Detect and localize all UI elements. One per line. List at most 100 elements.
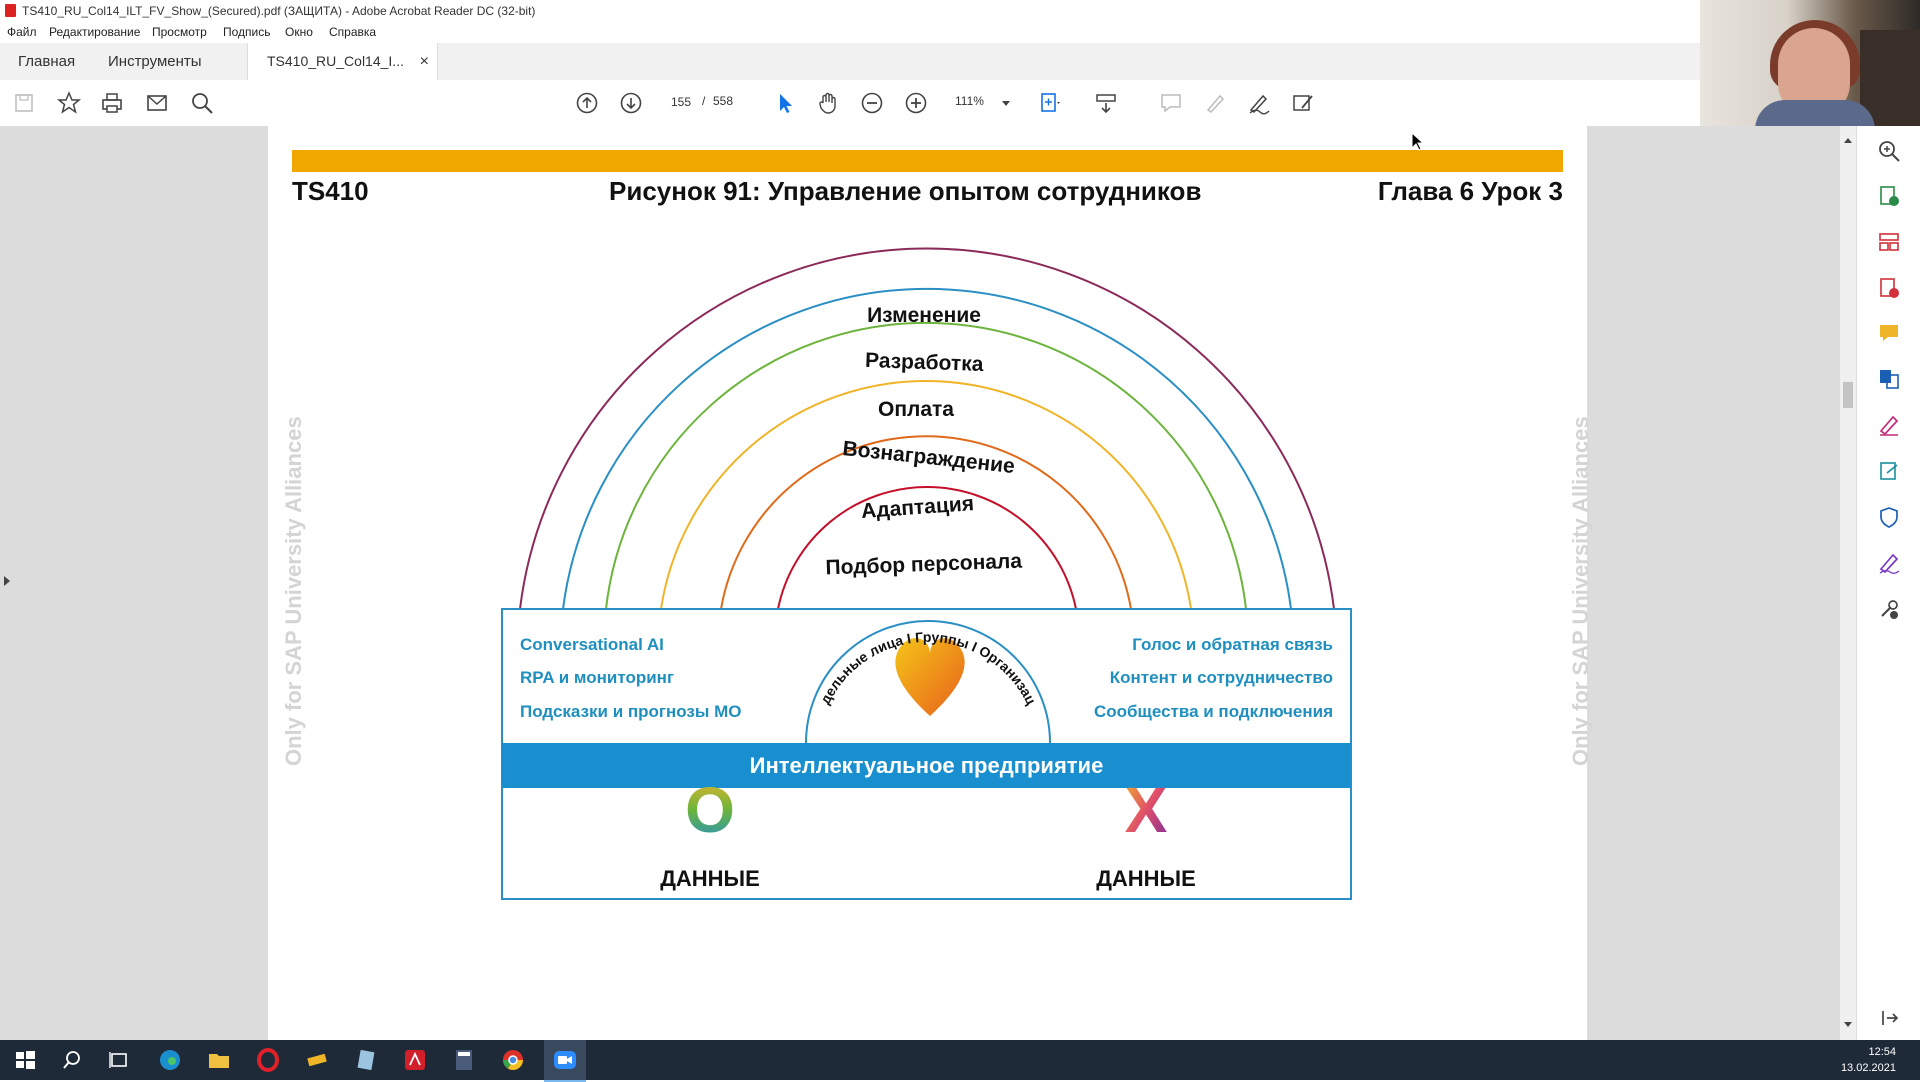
intelligent-enterprise-band [502, 743, 1351, 788]
hand-tool-icon[interactable] [815, 90, 841, 116]
arc-change [519, 247, 1335, 610]
arc-onboarding [720, 435, 1132, 610]
notes-app-icon[interactable] [354, 1048, 378, 1072]
windows-start-icon[interactable] [13, 1048, 37, 1072]
more-tools-icon[interactable] [1877, 597, 1901, 621]
scrollbar-thumb[interactable] [1843, 382, 1853, 408]
zoom-in-icon[interactable] [903, 90, 929, 116]
zoom-out-icon[interactable] [859, 90, 885, 116]
bookshelf [1860, 30, 1920, 126]
arc-labels: Изменение Разработка Оплата Вознагражден… [268, 126, 1040, 707]
tab-close-icon[interactable]: × [419, 53, 429, 70]
arc-label-recruiting: Подбор персонала [825, 550, 1023, 580]
course-code: TS410 [292, 176, 369, 206]
arc-label-reward: Вознаграждение [841, 437, 1015, 478]
file-explorer-icon[interactable] [207, 1048, 231, 1072]
search-icon[interactable] [189, 90, 215, 116]
window-title: TS410_RU_Col14_ILT_FV_Show_(Secured).pdf… [22, 4, 536, 18]
tab-document[interactable]: TS410_RU_Col14_I... × [247, 43, 438, 80]
page-up-icon[interactable] [574, 90, 600, 116]
right-item-voice-feedback: Голос и обратная связь [1132, 635, 1333, 654]
tab-tools[interactable]: Инструменты [108, 53, 202, 70]
select-cursor-icon[interactable] [772, 90, 798, 116]
arc-reward [660, 379, 1192, 610]
create-pdf-icon[interactable] [1877, 276, 1901, 300]
combine-files-icon[interactable] [1877, 367, 1901, 391]
zoom-level-select[interactable]: 111% [955, 94, 984, 108]
arc-label-development: Разработка [865, 349, 984, 376]
organize-pages-icon[interactable] [1877, 230, 1901, 254]
left-panel-toggle-icon[interactable] [4, 576, 10, 586]
sign-icon[interactable] [1246, 90, 1272, 116]
calculator-icon[interactable] [452, 1048, 476, 1072]
fit-page-icon[interactable] [1037, 90, 1063, 116]
print-icon[interactable] [99, 90, 125, 116]
right-item-communities: Сообщества и подключения [1093, 702, 1333, 721]
zoom-app-taskbar-button[interactable] [544, 1040, 586, 1082]
page-number-input[interactable]: 155 [660, 90, 702, 114]
redact-edit-icon[interactable] [1290, 90, 1316, 116]
search-taskbar-icon[interactable] [60, 1048, 84, 1072]
sticky-app-icon[interactable] [305, 1048, 329, 1072]
zoom-dropdown-chevron-icon[interactable] [1002, 101, 1010, 106]
window-titlebar: TS410_RU_Col14_ILT_FV_Show_(Secured).pdf… [0, 0, 1920, 22]
clock-time: 12:54 [1868, 1046, 1896, 1058]
email-icon[interactable] [144, 90, 170, 116]
right-item-content-collab: Контент и сотрудничество [1109, 668, 1333, 687]
menu-sign[interactable]: Подпись [223, 25, 271, 39]
scroll-down-icon[interactable] [1844, 1022, 1852, 1027]
scroll-up-icon[interactable] [1844, 138, 1852, 143]
pdf-app-icon [5, 4, 16, 17]
export-pdf-icon[interactable] [1877, 184, 1901, 208]
presenter-body [1755, 100, 1875, 126]
comment-icon[interactable] [1158, 90, 1184, 116]
arc-label-change: Изменение [867, 304, 981, 327]
opera-browser-icon[interactable] [256, 1048, 280, 1072]
x-letter-icon: X [1125, 774, 1168, 846]
toolbar: 155 / 558 111% [0, 80, 1700, 127]
highlight-pen-icon[interactable] [1202, 90, 1228, 116]
send-review-icon[interactable] [1877, 459, 1901, 483]
menu-window[interactable]: Окно [285, 25, 313, 39]
collapse-pane-icon[interactable] [1877, 1006, 1901, 1030]
task-view-icon[interactable] [107, 1048, 131, 1072]
accent-bar [292, 150, 1563, 172]
arc-pay [605, 321, 1247, 610]
o-letter-icon: O [685, 774, 735, 846]
bookmark-star-icon[interactable] [56, 90, 82, 116]
protect-shield-icon[interactable] [1877, 505, 1901, 529]
chrome-browser-icon[interactable] [501, 1048, 525, 1072]
vertical-scrollbar[interactable] [1840, 126, 1856, 1040]
left-item-rpa: RPA и мониторинг [520, 668, 675, 687]
tab-bar: Главная Инструменты TS410_RU_Col14_I... … [0, 43, 1700, 81]
arc-development [562, 287, 1292, 610]
page-down-icon[interactable] [618, 90, 644, 116]
mouse-cursor-icon [1411, 132, 1425, 151]
slide-title: Рисунок 91: Управление опытом сотруднико… [609, 176, 1202, 206]
edge-browser-icon[interactable] [158, 1048, 182, 1072]
menu-file[interactable]: Файл [7, 25, 37, 39]
scroll-mode-icon[interactable] [1093, 90, 1119, 116]
webcam-video [1700, 0, 1920, 126]
request-signature-icon[interactable] [1877, 551, 1901, 575]
left-item-conversational-ai: Conversational AI [520, 635, 664, 654]
comment-tool-icon[interactable] [1877, 321, 1901, 345]
clock-date: 13.02.2021 [1840, 1062, 1896, 1074]
page-separator: / [702, 94, 706, 108]
arc-label-pay: Оплата [878, 398, 954, 421]
menu-view[interactable]: Просмотр [152, 25, 207, 39]
tab-home[interactable]: Главная [18, 53, 76, 70]
acrobat-reader-icon[interactable] [403, 1048, 427, 1072]
menu-bar: Файл Редактирование Просмотр Подпись Окн… [0, 22, 1700, 42]
zoom-tool-icon[interactable] [1877, 139, 1901, 163]
windows-taskbar: 12:54 13.02.2021 [0, 1040, 1920, 1082]
menu-edit[interactable]: Редактирование [49, 25, 141, 39]
menu-help[interactable]: Справка [329, 25, 377, 39]
save-icon[interactable] [11, 90, 37, 116]
system-clock[interactable]: 12:54 13.02.2021 [1841, 1044, 1896, 1076]
fill-sign-icon[interactable] [1877, 413, 1901, 437]
employee-experience-diagram: O X [501, 247, 1352, 900]
o-data-label: ДАННЫЕ [660, 866, 760, 891]
zoom-meeting-icon [554, 1051, 576, 1069]
left-item-ml-hints: Подсказки и прогнозы МО [520, 702, 742, 721]
